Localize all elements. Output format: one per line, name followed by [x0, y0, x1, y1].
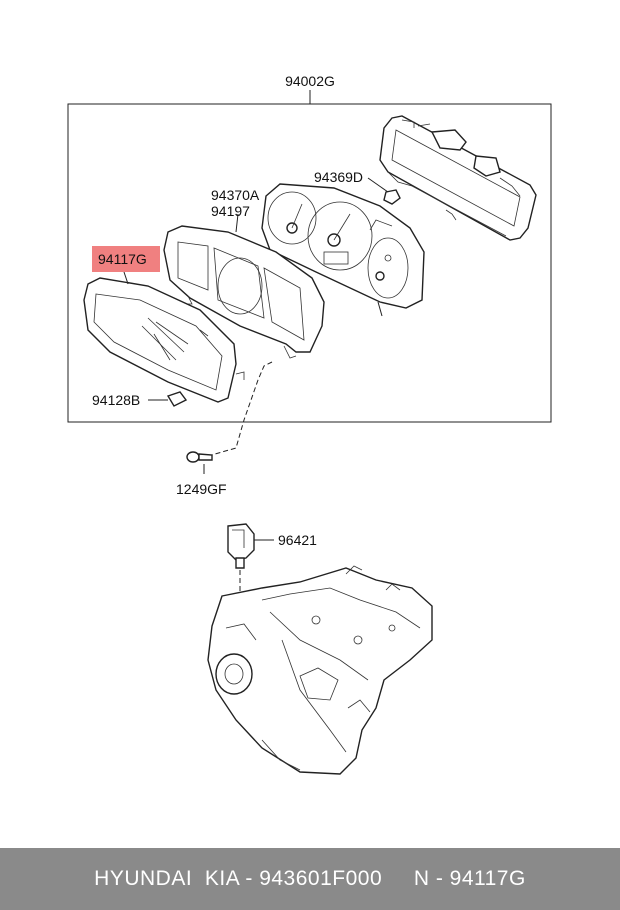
parts-diagram: 94002G 94369D	[67, 73, 552, 775]
transmission-housing	[207, 565, 433, 775]
bulb	[367, 177, 401, 205]
footer-bar: HYUNDAI KIA - 943601F000 N - 94117G	[0, 848, 620, 910]
screw	[186, 361, 273, 474]
label-1249gf: 1249GF	[176, 481, 227, 497]
speed-sensor	[227, 523, 274, 610]
label-94128b: 94128B	[92, 392, 140, 408]
cluster-housing	[163, 213, 325, 359]
label-94369d: 94369D	[314, 169, 363, 185]
footer-text: HYUNDAI KIA - 943601F000 N - 94117G	[94, 867, 526, 890]
label-94117g: 94117G	[98, 251, 147, 267]
lens-glass	[83, 271, 245, 403]
label-96421: 96421	[278, 532, 317, 548]
rear-cover	[379, 115, 537, 241]
highlight-box	[92, 246, 160, 272]
clip	[148, 391, 188, 407]
label-94002g: 94002G	[285, 73, 335, 89]
label-94370a: 94370A	[211, 187, 260, 203]
label-94197: 94197	[211, 203, 250, 219]
